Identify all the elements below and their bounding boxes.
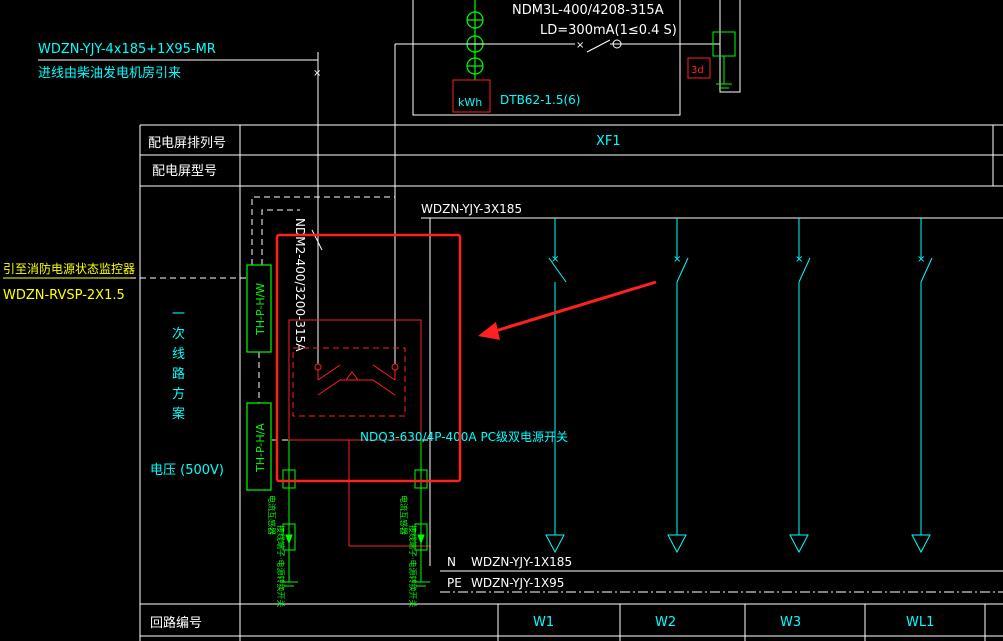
busbar-cable: WDZN-YJY-3X185 bbox=[421, 202, 522, 216]
vertical-breakers bbox=[311, 229, 396, 365]
n-label: N bbox=[447, 555, 456, 569]
ats-switch-icon bbox=[288, 319, 430, 547]
scheme-label: 一 次 线 路 方 案 bbox=[172, 307, 185, 422]
ct-note-right: 电流互感器 bbox=[399, 495, 409, 535]
outgoing-feeders bbox=[545, 218, 933, 554]
row-panel-number-label: 配电屏排列号 bbox=[148, 136, 226, 151]
scheme-char: 案 bbox=[172, 407, 185, 422]
fire-monitor-title: 引至消防电源状态监控器 bbox=[3, 261, 135, 276]
current-transformer-icon bbox=[280, 440, 430, 587]
leakage-setting: LD=300mA(1≤0.4 S) bbox=[540, 23, 677, 38]
svg-text:×: × bbox=[917, 254, 925, 265]
ct-note-left: 电流互感器 bbox=[267, 495, 277, 535]
highlight-box bbox=[275, 233, 462, 483]
row-panel-model-label: 配电屏型号 bbox=[152, 164, 217, 179]
side-note-right: 接线端子·电源转换开关 bbox=[408, 525, 418, 608]
monitor-module-hw bbox=[246, 264, 272, 353]
n-cable: WDZN-YJY-1X185 bbox=[471, 555, 572, 569]
voltage-label: 电压 (500V) bbox=[150, 463, 224, 478]
kwh-meter-label: kWh bbox=[458, 96, 482, 109]
pe-cable: WDZN-YJY-1X95 bbox=[471, 576, 564, 590]
kwh-meter-box bbox=[452, 79, 491, 113]
svg-text:×: × bbox=[551, 254, 559, 265]
table-grid bbox=[139, 124, 1003, 641]
feeder-x-marks: × × × × bbox=[551, 254, 925, 265]
monitor-module-ha bbox=[246, 402, 272, 491]
circuit-w1: W1 bbox=[533, 615, 554, 630]
pe-label: PE bbox=[447, 576, 462, 590]
circuit-wl1: WL1 bbox=[906, 615, 934, 630]
spd-label: 3d bbox=[691, 65, 704, 76]
breaker-x-mark: × bbox=[576, 40, 584, 51]
annotation-arrow-icon bbox=[478, 280, 657, 340]
ats-model: NDQ3-630/4P-400A PC级双电源开关 bbox=[360, 430, 568, 444]
surge-protector-icon bbox=[712, 31, 736, 89]
fire-monitor-cable: WDZN-RVSP-2X1.5 bbox=[3, 288, 125, 303]
spd-box bbox=[687, 57, 711, 79]
monitor-module-hw-label: TH-P-H/W bbox=[254, 283, 267, 336]
side-note-left: 接线端子·电源转换开关 bbox=[276, 525, 286, 608]
meter-model: DTB62-1.5(6) bbox=[500, 93, 580, 107]
svg-text:×: × bbox=[673, 254, 681, 265]
vertical-breaker-model: NDM2-400/3200-315A bbox=[293, 218, 307, 352]
incoming-note: 进线由柴油发电机房引来 bbox=[38, 65, 181, 81]
monitor-module-ha-label: TH-P-H/A bbox=[254, 423, 267, 473]
ats-terminals bbox=[314, 363, 399, 371]
busbar bbox=[421, 217, 1003, 566]
incoming-cable: WDZN-YJY-4x185+1X95-MR bbox=[38, 42, 216, 57]
scheme-char: 路 bbox=[172, 366, 185, 382]
scheme-char: 次 bbox=[172, 326, 185, 342]
incoming-tick: × bbox=[313, 68, 321, 79]
scheme-char: 方 bbox=[172, 386, 185, 402]
scheme-char: 线 bbox=[172, 347, 185, 362]
row-panel-number-value: XF1 bbox=[596, 134, 621, 149]
svg-text:×: × bbox=[795, 254, 803, 265]
scheme-char: 一 bbox=[172, 307, 185, 322]
top-equipment-box bbox=[412, 0, 741, 116]
circuit-number-label: 回路编号 bbox=[150, 615, 202, 631]
top-breaker-model: NDM3L-400/4208-315A bbox=[512, 3, 664, 18]
circuit-w3: W3 bbox=[780, 615, 801, 630]
circuit-w2: W2 bbox=[655, 615, 676, 630]
